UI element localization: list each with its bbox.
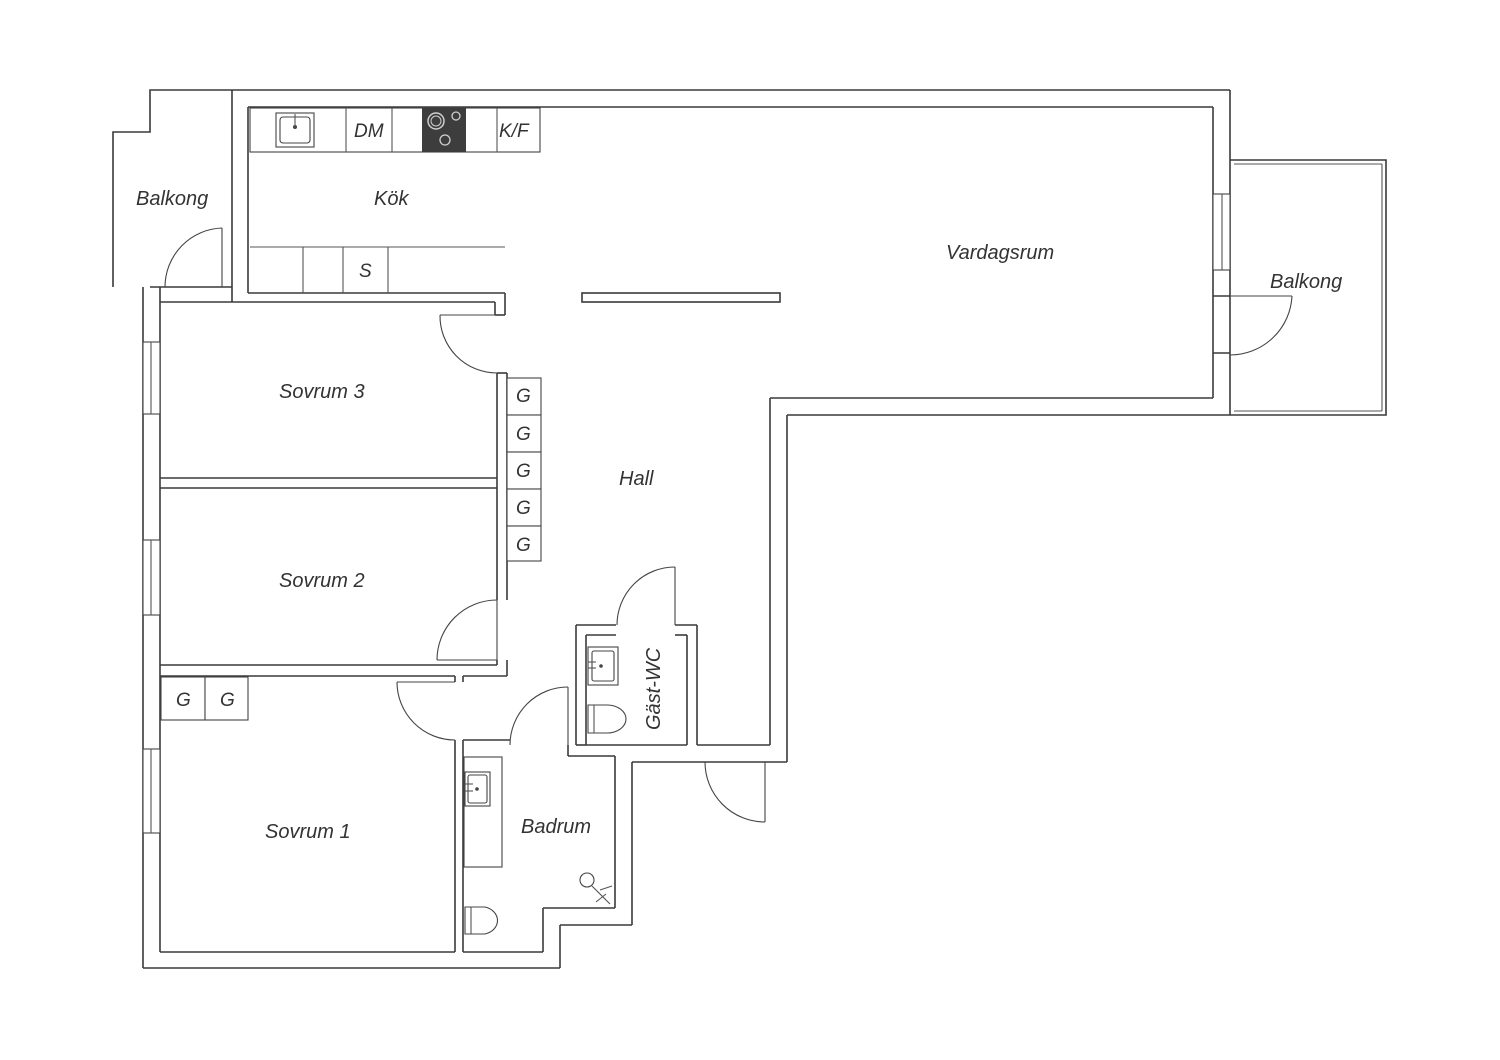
room-label-balkong-west: Balkong <box>136 188 208 210</box>
east-balcony <box>1230 159 1387 416</box>
wardrobe-label: G <box>516 498 531 519</box>
room-label-vardagsrum: Vardagsrum <box>946 242 1054 264</box>
kitchen-sink-icon <box>275 112 315 148</box>
wardrobe-label: G <box>176 690 191 711</box>
room-labels: Balkong Kök Vardagsrum Balkong Sovrum 3 … <box>136 188 1342 843</box>
fridge-freezer-label: K/F <box>499 121 530 142</box>
toilet-icon <box>464 906 498 935</box>
wardrobe-label: G <box>516 535 531 556</box>
wardrobe-label: G <box>516 461 531 482</box>
wardrobe-label: G <box>516 424 531 445</box>
wardrobe-label: G <box>220 690 235 711</box>
toilet-icon <box>587 704 627 734</box>
room-label-hall: Hall <box>619 468 654 490</box>
room-label-badrum: Badrum <box>521 816 591 838</box>
outer-walls <box>112 89 1231 969</box>
wardrobe <box>506 377 542 416</box>
wardrobe-label: G <box>516 386 531 407</box>
windows <box>142 193 1231 834</box>
stove-icon <box>422 108 466 152</box>
doors <box>164 227 1293 823</box>
room-label-kok: Kök <box>374 188 409 210</box>
shower-icon <box>579 872 613 905</box>
wardrobe <box>506 488 542 527</box>
room-label-sovrum-2: Sovrum 2 <box>279 570 365 592</box>
washbasin-icon <box>464 771 491 807</box>
dishwasher-label: DM <box>354 121 384 142</box>
storage-label: S <box>359 261 372 282</box>
room-label-balkong-east: Balkong <box>1270 271 1342 293</box>
kitchen-counter-bottom <box>250 246 505 293</box>
bathroom-fixtures <box>463 756 613 935</box>
wardrobe <box>506 525 542 562</box>
room-label-sovrum-1: Sovrum 1 <box>265 821 351 843</box>
room-label-gast-wc: Gäst-WC <box>643 647 665 730</box>
kitchen-counter-top <box>249 107 541 153</box>
hall-wardrobes <box>506 377 542 562</box>
wardrobe <box>204 676 249 721</box>
room-label-sovrum-3: Sovrum 3 <box>279 381 365 403</box>
washbasin-icon <box>587 646 619 686</box>
guest-wc-fixtures <box>587 646 627 734</box>
bedroom-1-wardrobes <box>160 676 249 721</box>
